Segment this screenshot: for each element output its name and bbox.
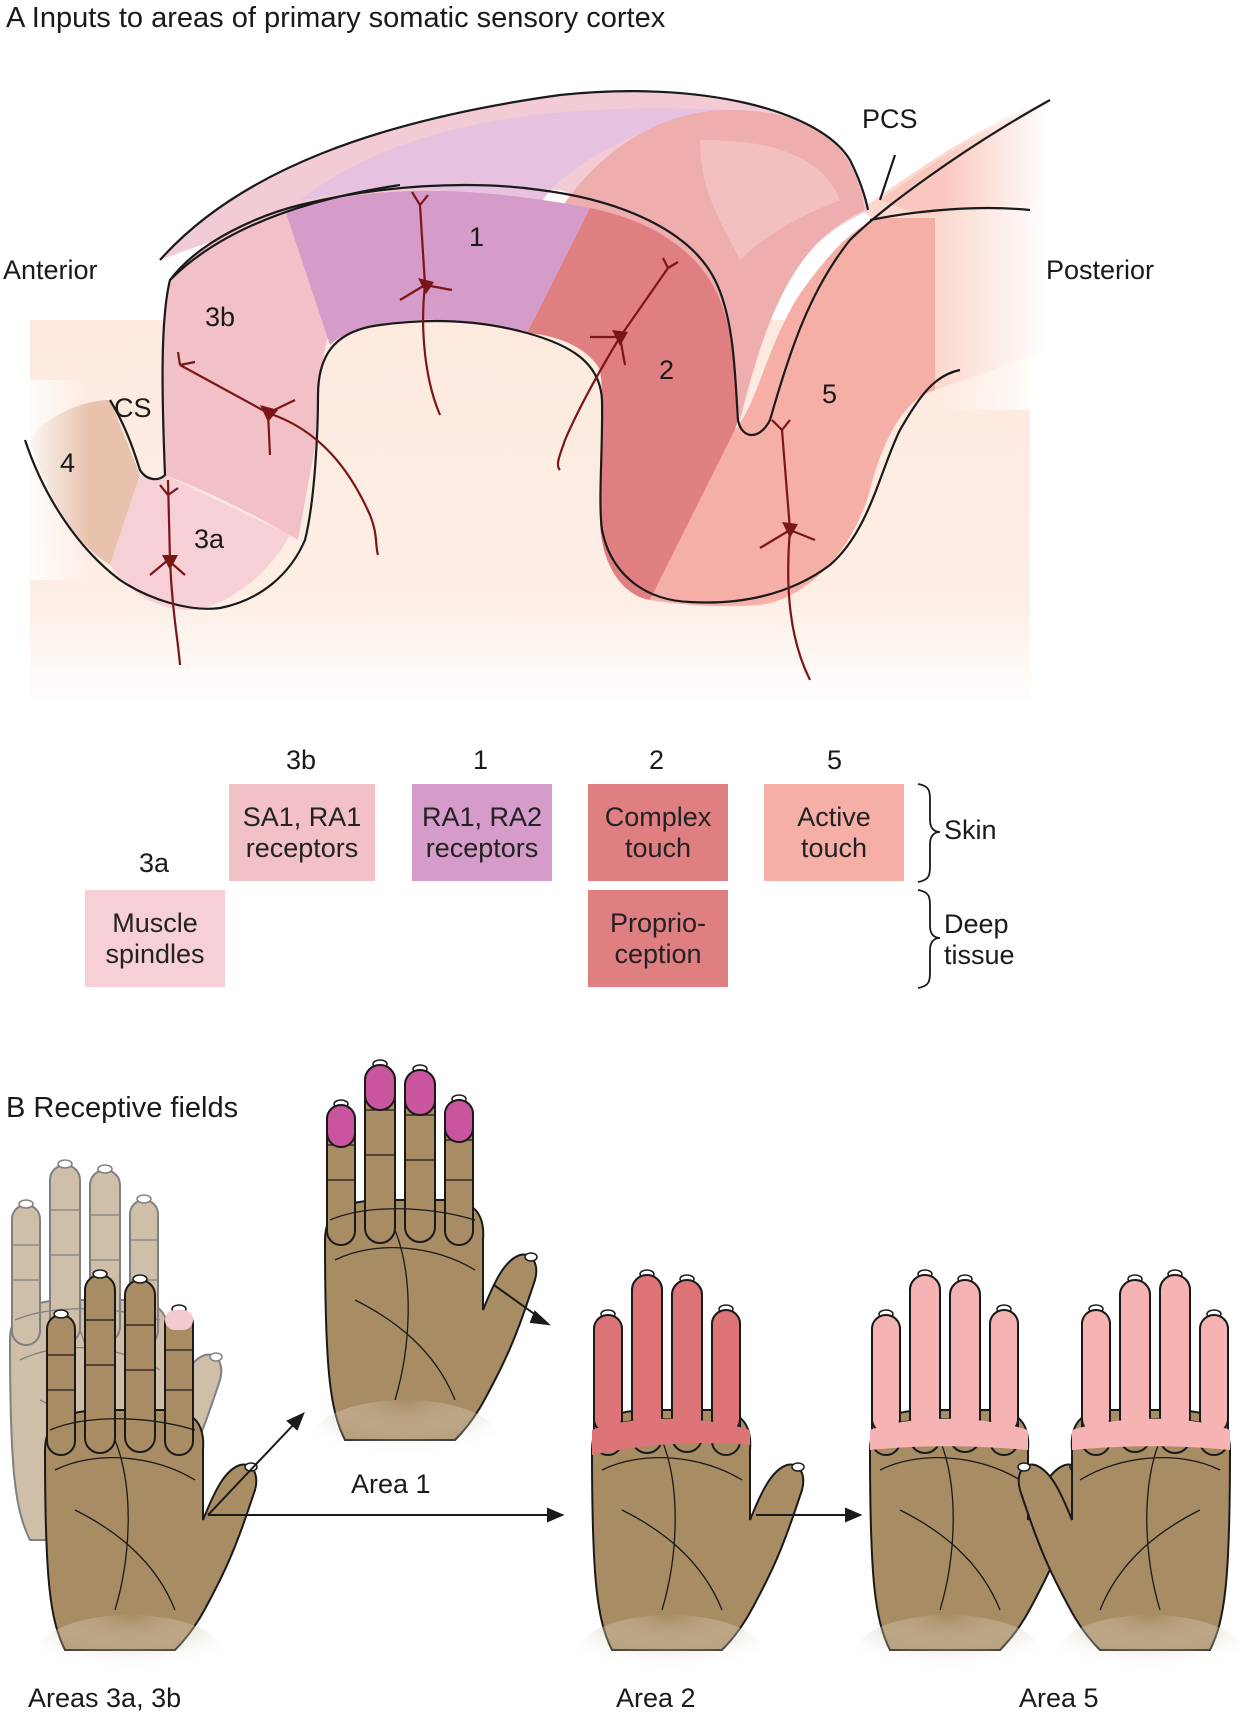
col-3a: 3a xyxy=(139,848,170,878)
area-1-label: 1 xyxy=(469,222,485,252)
hand-area-1 xyxy=(324,1059,538,1441)
caption-area-2: Area 2 xyxy=(616,1683,696,1713)
area-3a-label: 3a xyxy=(194,524,225,554)
hand-areas-3a-3b xyxy=(44,1269,258,1651)
area-5-label: 5 xyxy=(822,379,838,409)
col-1: 1 xyxy=(473,745,489,775)
col-3b: 3b xyxy=(286,745,317,775)
col-2: 2 xyxy=(649,745,665,775)
skin-label: Skin xyxy=(944,815,997,845)
cortex-diagram xyxy=(20,90,1051,710)
area-2-label: 2 xyxy=(659,355,675,385)
area-1 xyxy=(285,190,590,345)
panel-b-title: B Receptive fields xyxy=(6,1092,239,1124)
caption-area-1: Area 1 xyxy=(351,1469,431,1499)
neurons xyxy=(149,191,816,681)
col-5: 5 xyxy=(827,745,843,775)
panel-a-title: A Inputs to areas of primary somatic sen… xyxy=(6,2,666,34)
area-2 xyxy=(527,208,738,600)
hand-area-2 xyxy=(591,1269,805,1651)
posterior-label: Posterior xyxy=(1046,255,1155,285)
arrow-1-to-2 xyxy=(493,1284,541,1319)
pcs-label: PCS xyxy=(862,104,918,134)
hand-area-5-right xyxy=(1017,1269,1231,1651)
caption-area-5: Area 5 xyxy=(1019,1683,1099,1713)
area-3b xyxy=(162,210,330,540)
anterior-label: Anterior xyxy=(3,255,98,285)
area-4-label: 4 xyxy=(60,448,76,478)
area-5 xyxy=(650,218,935,607)
area-3a xyxy=(110,475,290,610)
cs-label: CS xyxy=(114,393,152,423)
hand-area-5-left xyxy=(869,1269,1083,1651)
area-3b-label: 3b xyxy=(205,302,236,332)
caption-areas-3a-3b: Areas 3a, 3b xyxy=(28,1683,182,1713)
hand-areas-3a-3b-back xyxy=(9,1159,223,1541)
box-2-deep: Proprio-ception xyxy=(588,890,728,987)
arrow-3b-to-1 xyxy=(207,1421,297,1516)
